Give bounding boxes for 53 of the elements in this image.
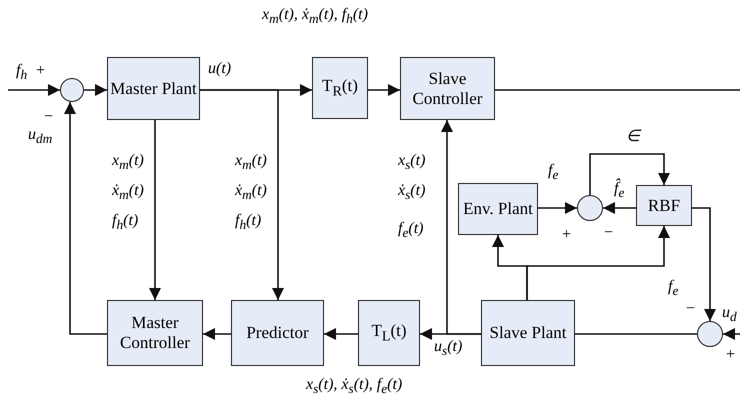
connector-arrow [526,226,670,300]
sign-label: + [562,226,572,244]
block: Slave Controller [400,57,495,120]
edge-label: u$_{dm}$ [28,126,52,147]
signal-label: x$_{s}$(t), ẋ$_{s}$(t), f$_{e}$(t) [306,376,402,397]
connector-arrow [692,207,716,321]
connector-arrow [538,202,577,214]
edge-label: f$_{h}$ [16,62,28,83]
connector-arrow [368,84,400,96]
edge-label: f$_{e}$ [668,278,678,299]
block: Slave Plant [481,300,575,366]
summing-junction [577,195,603,221]
connector-arrow [203,328,231,340]
connector-arrow [64,102,107,335]
edge-label: u$_{s}$(t) [434,338,462,359]
edge-label: u$_{d}$ [722,304,737,325]
block: Master Plant [107,57,200,120]
connector-arrow [589,153,670,195]
summing-junction [697,321,723,347]
block: T$_{L}$(t) [358,300,420,366]
block: Predictor [231,300,324,366]
signal-label: x$_{m}$(t) [112,152,144,173]
signal-label: f$_{h}$(t) [112,212,138,233]
connector-arrow [441,120,481,335]
summing-junction [60,78,84,102]
block: RBF [636,185,692,226]
block: Master Controller [107,300,203,366]
edge-label: u(t) [208,60,232,78]
signal-label: ẋ$_{s}$(t) [398,182,426,203]
block: Env. Plant [458,183,538,235]
signal-label: x$_{m}$(t) [235,152,267,173]
signal-label: ẋ$_{m}$(t) [112,182,144,203]
signal-label: ẋ$_{m}$(t) [235,182,267,203]
connector-arrow [324,328,358,340]
signal-label: f$_{e}$(t) [398,220,424,241]
edge-label: ∈ [626,128,640,146]
connector-arrow [8,84,60,96]
signal-label: x$_{s}$(t) [398,152,426,173]
sign-label: − [604,224,614,242]
block: T$_{R}$(t) [312,57,368,119]
edge-label: f̂$_{e}$ [614,180,624,201]
sign-label: + [726,346,736,364]
sign-label: − [686,300,696,318]
connector-arrow [723,328,740,340]
edge-label: f$_{e}$ [548,162,558,183]
signal-label: f$_{h}$(t) [235,212,262,233]
connector-arrow [149,120,161,300]
connector-arrow [200,89,284,300]
connector-arrow [84,84,107,96]
sign-label: + [36,62,46,80]
connector-arrow [603,202,636,214]
sign-label: − [44,108,54,126]
signal-label: x$_{m}$(t), ẋ$_{m}$(t), f$_{h}$(t) [262,6,368,27]
